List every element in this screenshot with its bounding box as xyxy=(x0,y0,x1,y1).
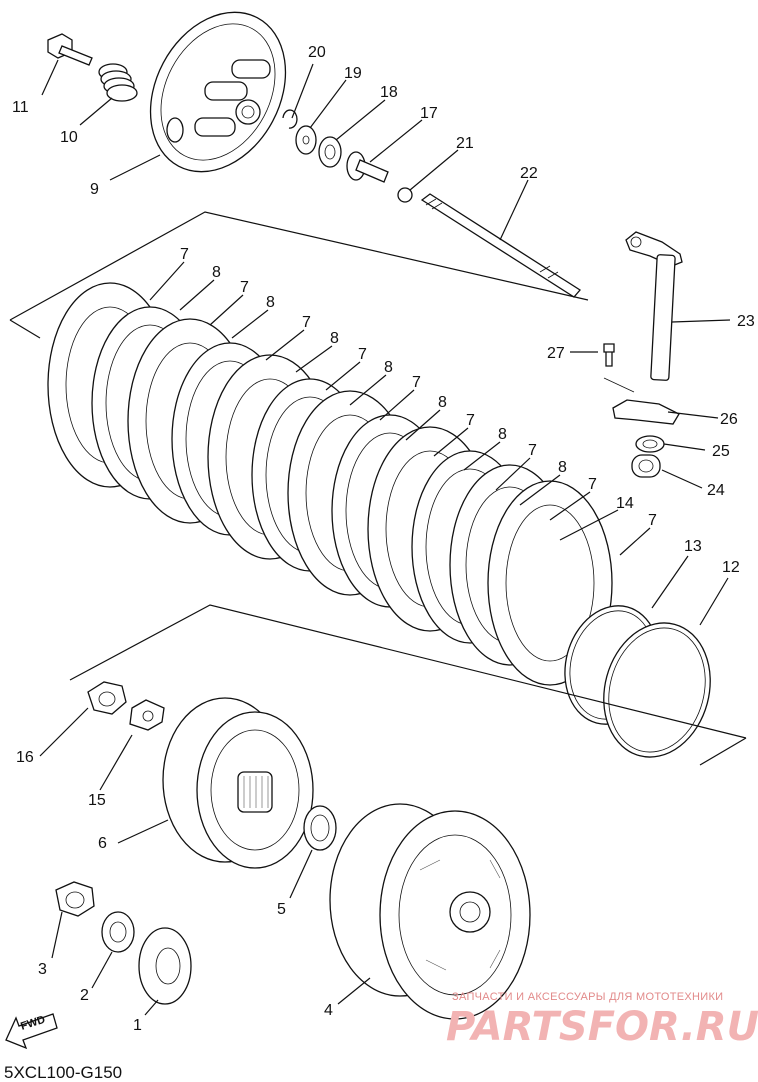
callout-9: 9 xyxy=(90,181,99,198)
callout-plate-8: 8 xyxy=(212,264,221,281)
callout-plate-7: 7 xyxy=(648,512,657,529)
gear-1 xyxy=(138,927,192,1005)
callout-15: 15 xyxy=(88,792,106,809)
nut-3 xyxy=(55,881,95,917)
callout-plate-7: 7 xyxy=(412,374,421,391)
callout-24: 24 xyxy=(707,482,725,499)
lock-washer-15 xyxy=(129,699,165,731)
callout-6: 6 xyxy=(98,835,107,852)
callout-3: 3 xyxy=(38,961,47,978)
callout-25: 25 xyxy=(712,443,730,460)
callout-plate-8: 8 xyxy=(266,294,275,311)
callout-plate-8: 8 xyxy=(438,394,447,411)
callout-17: 17 xyxy=(420,105,438,122)
pressure-plate-group xyxy=(47,11,581,298)
steel-ball xyxy=(397,187,413,203)
watermark-tagline: ЗАПЧАСТИ И АКСЕССУАРЫ ДЛЯ МОТОТЕХНИКИ xyxy=(452,991,723,1003)
circlip xyxy=(282,109,298,129)
bolt xyxy=(47,33,93,66)
leader-lines xyxy=(39,59,731,1016)
ring-12 xyxy=(603,622,711,758)
callout-plate-7: 7 xyxy=(358,346,367,363)
callout-27: 27 xyxy=(547,345,565,362)
callout-12: 12 xyxy=(722,559,740,576)
callout-11: 11 xyxy=(12,99,29,116)
callout-plate-8: 8 xyxy=(498,426,507,443)
callout-4: 4 xyxy=(324,1002,333,1019)
callout-16: 16 xyxy=(16,749,34,766)
callout-20: 20 xyxy=(308,44,326,61)
watermark-logo: PARTSFOR.RU xyxy=(446,1004,758,1050)
callout-2: 2 xyxy=(80,987,89,1004)
bearing xyxy=(318,136,342,168)
callout-plate-7: 7 xyxy=(588,476,597,493)
callout-19: 19 xyxy=(344,65,362,82)
washer xyxy=(295,125,317,155)
callout-10: 10 xyxy=(60,129,78,146)
nut-16 xyxy=(87,681,127,715)
callout-plate-7: 7 xyxy=(180,246,189,263)
push-rod xyxy=(346,151,389,183)
diagram-code: 5XCL100-G150 xyxy=(4,1063,122,1082)
callout-plate-7: 7 xyxy=(302,314,311,331)
lock-plate xyxy=(612,399,680,425)
screw xyxy=(603,343,615,367)
callout-26: 26 xyxy=(720,411,738,428)
clutch-housing-4 xyxy=(329,803,531,1020)
callout-18: 18 xyxy=(380,84,398,101)
callout-plate-8: 8 xyxy=(558,459,567,476)
lower-frame-right xyxy=(699,737,747,766)
callout-14: 14 xyxy=(616,495,634,512)
push-lever-shaft xyxy=(650,254,676,381)
oil-seal xyxy=(635,435,665,453)
callout-21: 21 xyxy=(456,135,474,152)
callout-22: 22 xyxy=(520,165,538,182)
clutch-boss-6 xyxy=(162,697,314,869)
callout-13: 13 xyxy=(684,538,702,555)
fwd-arrow-icon: FWD xyxy=(5,1013,58,1050)
clutch-spring xyxy=(98,63,138,102)
clutch-plate-stack xyxy=(47,282,613,686)
callout-5: 5 xyxy=(277,901,286,918)
callout-plate-7: 7 xyxy=(466,412,475,429)
lower-frame-top xyxy=(69,604,747,739)
callout-1: 1 xyxy=(133,1017,142,1034)
push-rod-long xyxy=(420,193,581,298)
callout-23: 23 xyxy=(737,313,755,330)
callout-labels: 11 10 9 20 19 18 17 21 22 23 27 26 25 24… xyxy=(12,44,755,1034)
callout-plate-7: 7 xyxy=(528,442,537,459)
callout-plate-7: 7 xyxy=(240,279,249,296)
needle-bearing xyxy=(631,454,661,478)
thrust-washer-5 xyxy=(303,805,337,851)
plate-stack-frame-left xyxy=(9,319,41,339)
plate-stack-frame-top xyxy=(9,211,589,321)
callout-plate-8: 8 xyxy=(384,359,393,376)
lock-washer-2 xyxy=(101,911,135,953)
callout-plate-8: 8 xyxy=(330,330,339,347)
push-lever-group xyxy=(603,231,683,478)
